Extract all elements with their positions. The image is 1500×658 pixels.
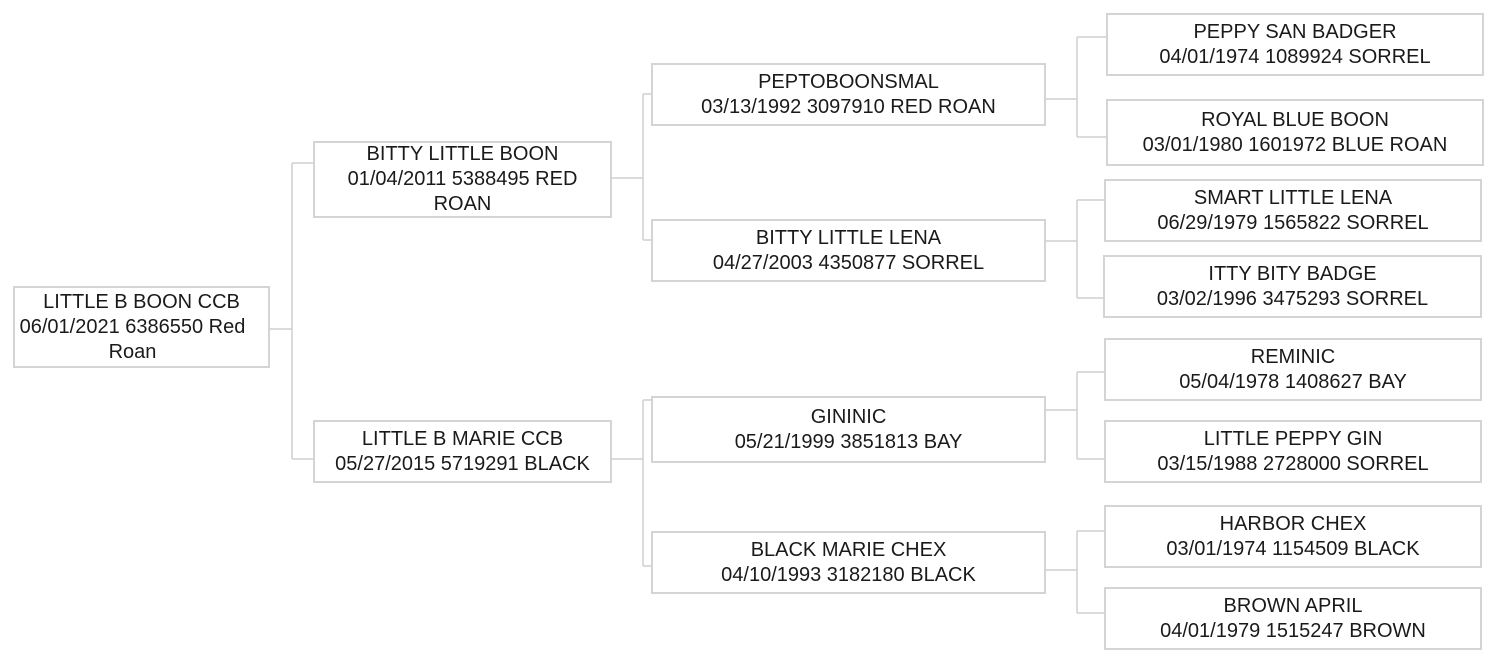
horse-info: 04/10/1993 3182180 BLACK xyxy=(721,563,976,586)
horse-sire[interactable]: BITTY LITTLE BOON 01/04/2011 5388495 RED… xyxy=(313,141,612,218)
connector-sire-sire xyxy=(1046,36,1106,138)
connector-dam xyxy=(612,399,651,567)
horse-info: 03/01/1980 1601972 BLUE ROAN xyxy=(1142,133,1448,156)
horse-sire-dam[interactable]: BITTY LITTLE LENA 04/27/2003 4350877 SOR… xyxy=(651,219,1046,282)
horse-info: 04/27/2003 4350877 SORREL xyxy=(712,251,985,274)
horse-name: SMART LITTLE LENA xyxy=(1193,186,1393,209)
horse-dam[interactable]: LITTLE B MARIE CCB 05/27/2015 5719291 BL… xyxy=(313,420,612,483)
horse-name: GININIC xyxy=(810,405,887,428)
horse-dam-dam[interactable]: BLACK MARIE CHEX 04/10/1993 3182180 BLAC… xyxy=(651,531,1046,594)
horse-name: REMINIC xyxy=(1250,345,1336,368)
horse-dam-dam-dam[interactable]: BROWN APRIL 04/01/1979 1515247 BROWN xyxy=(1104,587,1482,650)
horse-info: 03/02/1996 3475293 SORREL xyxy=(1156,287,1429,310)
horse-sire-sire-sire[interactable]: PEPPY SAN BADGER 04/01/1974 1089924 SORR… xyxy=(1106,13,1484,76)
horse-info: 05/04/1978 1408627 BAY xyxy=(1179,370,1407,393)
horse-info: 04/01/1979 1515247 BROWN xyxy=(1160,619,1426,642)
horse-name: PEPTOBOONSMAL xyxy=(758,70,939,93)
connector-dam-sire xyxy=(1046,371,1104,460)
connector-subject xyxy=(270,162,313,460)
horse-dam-sire[interactable]: GININIC 05/21/1999 3851813 BAY xyxy=(651,396,1046,463)
horse-sire-sire[interactable]: PEPTOBOONSMAL 03/13/1992 3097910 RED ROA… xyxy=(651,63,1046,126)
horse-dam-dam-sire[interactable]: HARBOR CHEX 03/01/1974 1154509 BLACK xyxy=(1104,505,1482,568)
horse-name: BLACK MARIE CHEX xyxy=(750,538,947,561)
horse-info: 03/01/1974 1154509 BLACK xyxy=(1166,537,1420,560)
horse-name: LITTLE B MARIE CCB xyxy=(361,427,564,450)
horse-name: LITTLE PEPPY GIN xyxy=(1203,427,1383,450)
horse-info: 01/04/2011 5388495 RED ROAN xyxy=(347,168,578,215)
horse-info: 03/13/1992 3097910 RED ROAN xyxy=(701,95,996,118)
connector-sire xyxy=(612,93,651,241)
horse-info: 05/21/1999 3851813 BAY xyxy=(734,430,963,453)
horse-name: ROYAL BLUE BOON xyxy=(1201,108,1389,131)
horse-info: 06/29/1979 1565822 SORREL xyxy=(1157,211,1429,234)
horse-sire-dam-dam[interactable]: ITTY BITY BADGE 03/02/1996 3475293 SORRE… xyxy=(1103,255,1482,318)
horse-dam-sire-dam[interactable]: LITTLE PEPPY GIN 03/15/1988 2728000 SORR… xyxy=(1104,420,1482,483)
horse-info: 05/27/2015 5719291 BLACK xyxy=(335,452,590,475)
horse-name: BROWN APRIL xyxy=(1223,594,1363,617)
horse-info: 06/01/2021 6386550 Red Roan xyxy=(19,315,246,363)
horse-sire-sire-dam[interactable]: ROYAL BLUE BOON 03/01/1980 1601972 BLUE … xyxy=(1106,99,1484,166)
horse-name: HARBOR CHEX xyxy=(1219,512,1367,535)
connector-dam-dam xyxy=(1046,530,1104,614)
horse-info: 03/15/1988 2728000 SORREL xyxy=(1157,452,1429,475)
connector-sire-dam xyxy=(1046,199,1104,299)
horse-name: BITTY LITTLE LENA xyxy=(755,226,942,249)
horse-name: ITTY BITY BADGE xyxy=(1208,262,1377,285)
horse-subject[interactable]: LITTLE B BOON CCB 06/01/2021 6386550 Red… xyxy=(13,286,270,368)
horse-dam-sire-sire[interactable]: REMINIC 05/04/1978 1408627 BAY xyxy=(1104,338,1482,401)
horse-name: PEPPY SAN BADGER xyxy=(1193,20,1397,43)
horse-name: BITTY LITTLE BOON xyxy=(366,143,559,165)
horse-info: 04/01/1974 1089924 SORREL xyxy=(1159,45,1431,68)
horse-sire-dam-sire[interactable]: SMART LITTLE LENA 06/29/1979 1565822 SOR… xyxy=(1104,179,1482,242)
horse-name: LITTLE B BOON CCB xyxy=(43,290,240,313)
